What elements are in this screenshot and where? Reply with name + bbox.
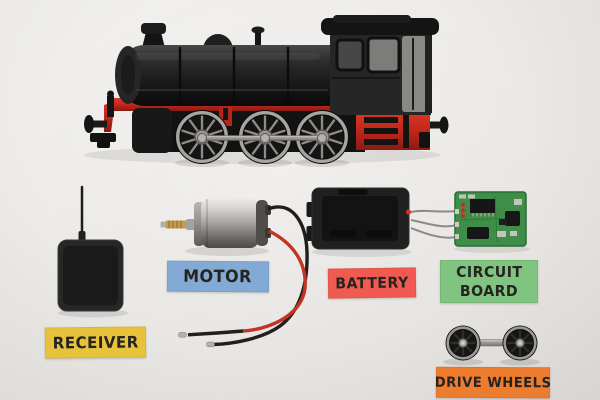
battery-label-text: BATTERY [335,273,409,293]
drive-wheel-right [501,324,539,362]
drive-wheelset [443,324,540,366]
cab-doorway [402,36,427,112]
wire-tip [178,332,187,338]
front-buffer [84,90,116,148]
connecting-rod [197,133,327,143]
drive-wheels-label: DRIVE WHEELS [434,366,552,399]
cylinder-block [132,108,172,153]
receiver-label: RECEIVER [44,326,147,359]
circuit-board-pcb [454,191,530,253]
motor-black-wire [212,205,309,347]
cab-front-window [335,38,365,72]
toy-locomotive [84,15,449,167]
cab-side-window [366,36,401,74]
receiver-label-text: RECEIVER [52,332,139,353]
component-square [505,211,520,226]
motor-shaft [160,219,196,230]
dc-motor [160,198,309,348]
battery-label: BATTERY [327,267,417,299]
battery-holder [306,187,458,257]
drive-wheels-label-text: DRIVE WHEELS [434,374,552,391]
motor-label-text: MOTOR [183,266,253,287]
motor-body [201,198,259,248]
whistle [251,26,265,48]
boiler [115,45,335,106]
receiver-module [57,185,128,318]
cab [321,15,439,115]
battery-terminal-dot [405,209,412,215]
motor-red-wire [242,229,307,333]
circuit-board-label-text: CIRCUIT BOARD [456,262,523,300]
circuit-board-label: CIRCUIT BOARD [440,260,538,303]
battery-wires [410,209,458,239]
component-rect [467,227,489,239]
wire-tip [206,341,215,348]
motor-label: MOTOR [166,260,270,293]
ic-chip [470,199,495,213]
drive-wheel-left [444,324,482,362]
rear-buffer [419,116,449,148]
